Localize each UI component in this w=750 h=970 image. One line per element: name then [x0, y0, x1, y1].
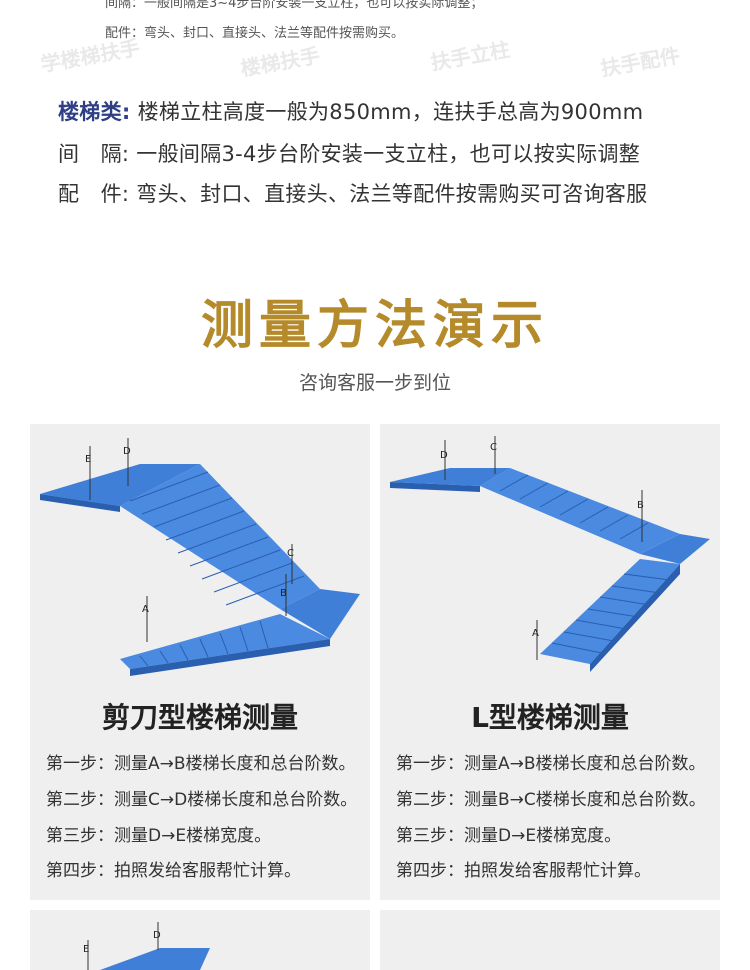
marker-e: E [83, 944, 89, 955]
marker-a: A [142, 604, 149, 615]
card-scissor-stair: E D C B A 剪刀型楼梯测量 第一步：测量A→B楼梯长度和总台阶数。 第二… [30, 424, 370, 900]
section-subtitle: 咨询客服一步到位 [298, 372, 451, 394]
step-4: 第四步：拍照发给客服帮忙计算。 [396, 861, 651, 881]
stair-flight-upper [480, 468, 680, 554]
spec-spacing: 间 隔: 一般间隔3-4步台阶安装一支立柱，也可以按实际调整 [58, 138, 640, 168]
card-partial-left: E D [30, 910, 370, 970]
card-title: 剪刀型楼梯测量 [101, 701, 298, 734]
watermark: 学楼梯扶手 [38, 35, 142, 77]
stair-landing-corner [640, 534, 710, 564]
marker-d: D [153, 930, 161, 941]
card-l-stair: D C B A L型楼梯测量 第一步：测量A→B楼梯长度和总台阶数。 第二步：测… [380, 424, 720, 900]
step-3: 第三步：测量D→E楼梯宽度。 [46, 826, 272, 846]
step-2: 第二步：测量C→D楼梯长度和总台阶数。 [46, 790, 358, 810]
section-title: 测量方法演示 [200, 295, 549, 356]
step-1: 第一步：测量A→B楼梯长度和总台阶数。 [46, 754, 356, 774]
spec-value: 一般间隔3-4步台阶安装一支立柱，也可以按实际调整 [136, 142, 641, 166]
marker-b: B [280, 588, 287, 599]
card-partial-right [380, 910, 720, 970]
stair-landing-edge [390, 482, 480, 492]
marker-c: C [287, 548, 294, 559]
spec-value: 楼梯立柱高度一般为850mm，连扶手总高为900mm [137, 100, 644, 124]
step-2: 第二步：测量B→C楼梯长度和总台阶数。 [396, 790, 706, 810]
step-3: 第三步：测量D→E楼梯宽度。 [396, 826, 622, 846]
watermark: 楼梯扶手 [238, 43, 322, 81]
watermark: 扶手配件 [598, 43, 682, 81]
spec-key: 配 件: [58, 182, 130, 206]
l-stair-illustration: D C B A [390, 436, 710, 672]
marker-c: C [490, 442, 497, 453]
top-info-strip: 间隔：一般间隔是3~4步台阶安装一支立柱，也可以按实际调整； 配件：弯头、封口、… [0, 0, 750, 81]
spec-stair-height: 楼梯类: 楼梯立柱高度一般为850mm，连扶手总高为900mm [58, 96, 643, 126]
stair-flight-lower [540, 559, 680, 664]
spec-key: 间 隔: [58, 142, 130, 166]
stair-landing [40, 464, 200, 506]
marker-b: B [637, 500, 644, 511]
spec-value: 弯头、封口、直接头、法兰等配件按需购买可咨询客服 [136, 182, 648, 206]
stair-landing [100, 948, 210, 970]
spec-key: 楼梯类: [58, 100, 131, 124]
stair-landing-edge [40, 494, 120, 512]
stair-flight-upper [120, 464, 320, 609]
spacing-note: 间隔：一般间隔是3~4步台阶安装一支立柱，也可以按实际调整； [105, 0, 484, 11]
card-title: L型楼梯测量 [471, 701, 629, 734]
stair-illustration-partial: E D [83, 922, 210, 970]
stair-landing [390, 468, 510, 486]
stair-flight-lower [120, 614, 330, 669]
accessories-note: 配件：弯头、封口、直接头、法兰等配件按需购买。 [105, 26, 405, 41]
marker-d: D [123, 446, 131, 457]
marker-d: D [440, 450, 448, 461]
marker-e: E [85, 454, 91, 465]
spec-accessories: 配 件: 弯头、封口、直接头、法兰等配件按需购买可咨询客服 [58, 178, 647, 208]
stair-edge [590, 564, 680, 672]
stair-landing-middle [280, 589, 360, 639]
marker-a: A [532, 628, 539, 639]
stair-edge [130, 639, 330, 676]
step-4: 第四步：拍照发给客服帮忙计算。 [46, 861, 301, 881]
watermark: 扶手立柱 [428, 37, 512, 75]
scissor-stair-illustration: E D C B A [40, 438, 360, 676]
step-1: 第一步：测量A→B楼梯长度和总台阶数。 [396, 754, 706, 774]
